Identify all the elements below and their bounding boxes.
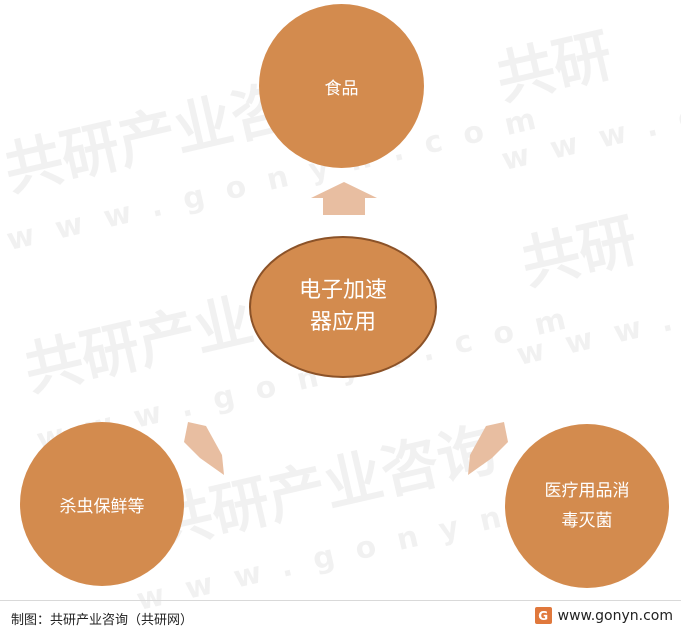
footer-brand: G www.gonyn.com xyxy=(534,607,673,624)
footer-divider xyxy=(0,600,681,601)
watermark-brand: 共研 xyxy=(489,20,619,114)
node-insecticide: 杀虫保鲜等 xyxy=(20,422,184,586)
arrow-down-left-icon xyxy=(184,422,224,475)
footer-url[interactable]: www.gonyn.com xyxy=(557,607,673,624)
watermark-brand: 共研 xyxy=(514,205,644,299)
node-insecticide-label: 杀虫保鲜等 xyxy=(59,496,145,517)
source-text: 制图：共研产业咨询（共研网） xyxy=(11,613,194,628)
arrow-up-icon xyxy=(311,182,377,215)
node-food: 食品 xyxy=(259,4,424,168)
watermark-url: www.gonyn.com xyxy=(498,17,681,178)
node-food-label: 食品 xyxy=(324,78,359,99)
gonyn-logo-icon: G xyxy=(534,607,552,624)
node-medical-label: 医疗用品消 毒灭菌 xyxy=(544,481,630,531)
arrow-down-right-icon xyxy=(468,422,508,475)
node-medical: 医疗用品消 毒灭菌 xyxy=(505,424,669,588)
node-center: 电子加速 器应用 xyxy=(249,236,437,378)
watermark-url: www.gonyn.com xyxy=(513,212,681,373)
node-center-label: 电子加速 器应用 xyxy=(298,278,387,335)
